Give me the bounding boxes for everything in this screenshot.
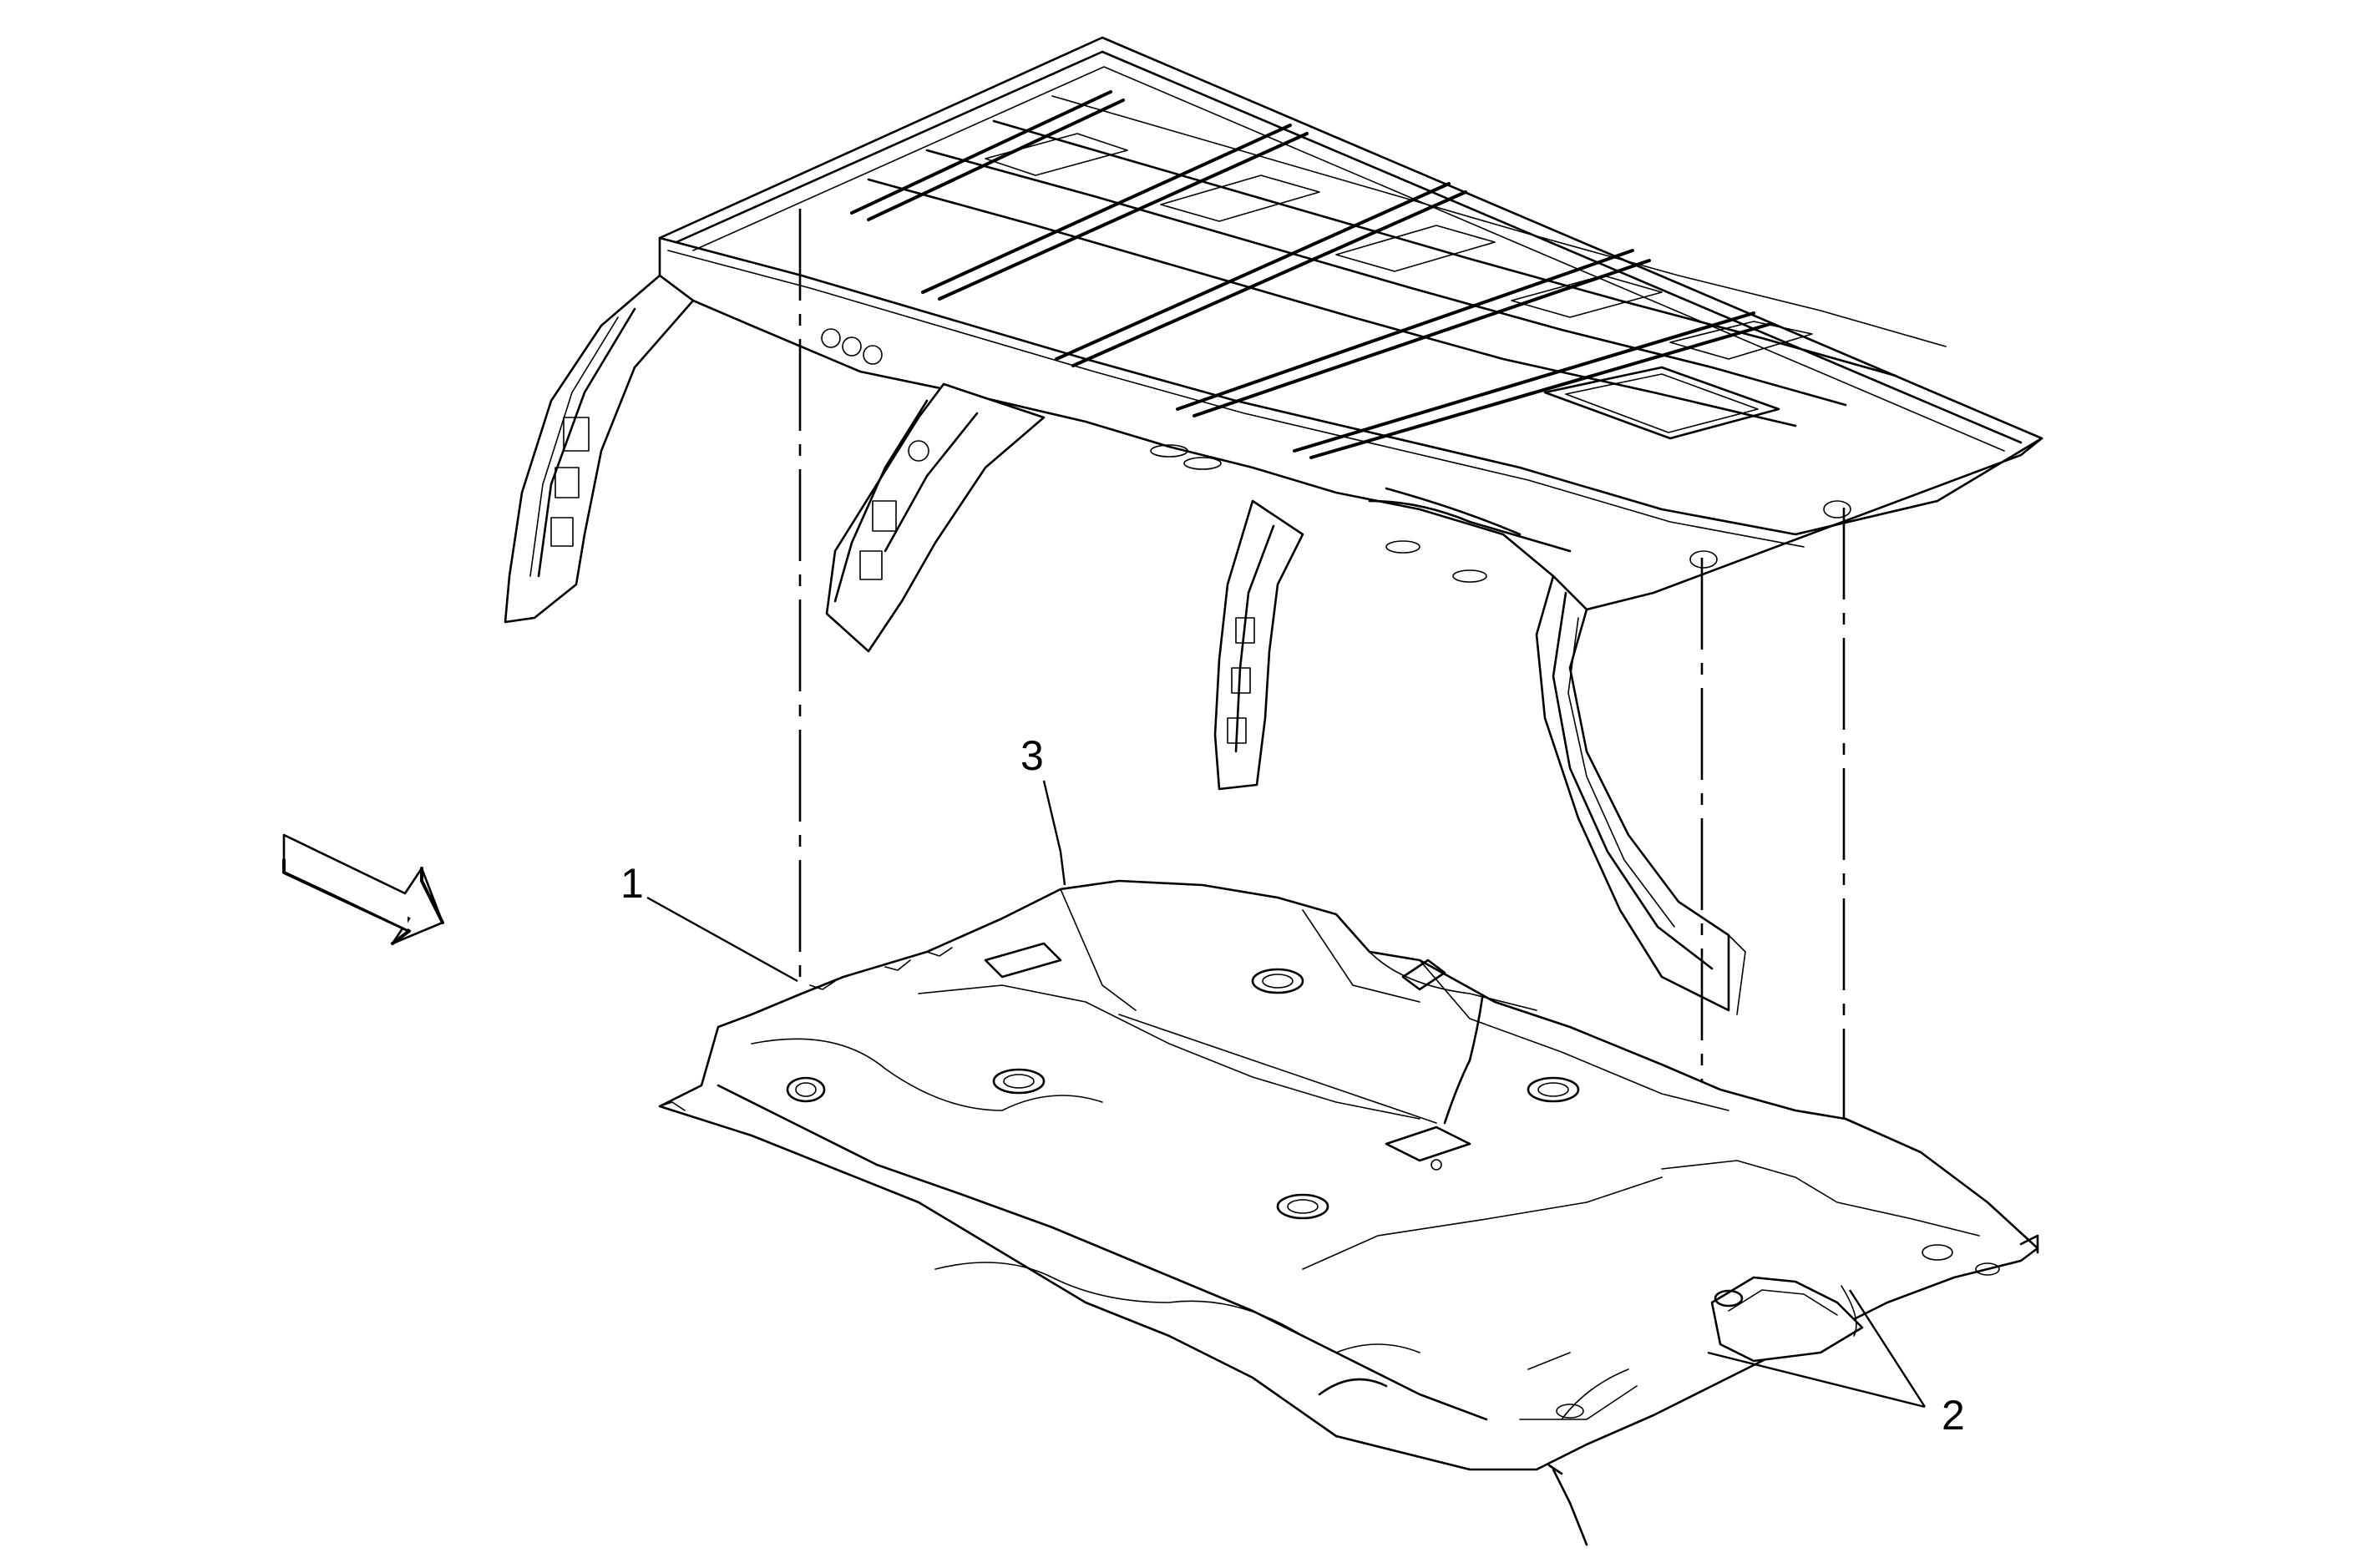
leader-line-2b [1848, 1289, 1927, 1408]
callout-label-1: 1 [620, 860, 644, 907]
leader-line-2a [1707, 1351, 1926, 1409]
roof-outer-panel [658, 36, 2043, 611]
leader-line-1 [646, 896, 798, 983]
a-pillar [504, 274, 695, 624]
callout-label-3: 3 [1020, 732, 1044, 779]
callout-label-2: 2 [1942, 1392, 1965, 1439]
roof-panel-frame [504, 36, 2043, 1277]
c-pillar [1213, 499, 1304, 791]
leader-line-3 [1042, 780, 1066, 886]
callout-group: 1 3 2 [620, 732, 1965, 1439]
d-pillar [1535, 574, 1730, 1012]
headliner-panel [658, 879, 2039, 1546]
headliner-outline [658, 879, 2039, 1471]
b-pillar [825, 382, 1046, 653]
view-direction-arrow-icon [282, 833, 444, 945]
